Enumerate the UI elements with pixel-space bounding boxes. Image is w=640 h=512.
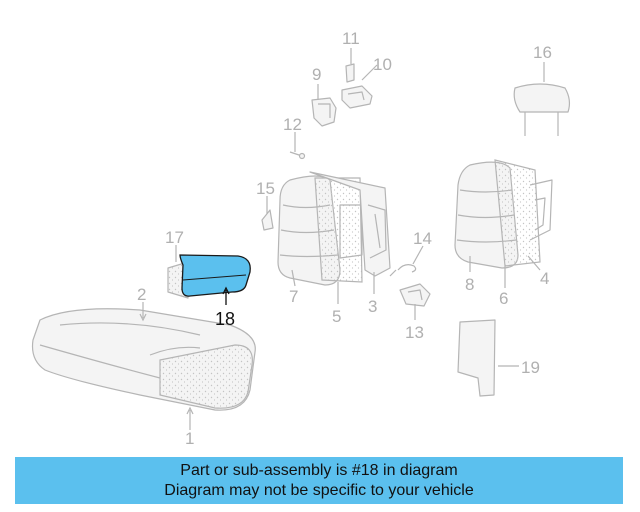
callout-11: 11	[342, 29, 360, 48]
part-11-clip	[345, 63, 355, 83]
banner-line-disclaimer: Diagram may not be specific to your vehi…	[164, 481, 474, 499]
part-16-headrest	[513, 83, 571, 136]
part-1-seat-cushion	[31, 308, 256, 411]
callout-18: 18	[215, 309, 235, 329]
part-12-bolt	[289, 151, 306, 160]
callout-6: 6	[499, 289, 508, 308]
callout-19: 19	[521, 358, 540, 377]
callout-1: 1	[185, 429, 194, 448]
callout-16: 16	[533, 43, 552, 62]
callout-8: 8	[465, 275, 474, 294]
callout-17: 17	[165, 228, 184, 247]
callout-15: 15	[256, 179, 275, 198]
part-18-armrest-highlighted	[179, 254, 251, 297]
callout-4: 4	[540, 269, 549, 288]
part-6-seatback-right-frame	[494, 159, 553, 267]
callout-5: 5	[332, 307, 341, 326]
part-5-seatback-frame	[314, 177, 363, 283]
banner-line-part-number: Part or sub-assembly is #18 in diagram	[180, 461, 458, 479]
part-13-latch	[399, 283, 431, 307]
callout-9: 9	[312, 65, 321, 84]
part-9-bracket	[311, 97, 337, 127]
part-14-hook	[389, 264, 417, 277]
part-10-guide	[341, 85, 373, 109]
callout-2: 2	[137, 285, 146, 304]
leader-lines	[139, 48, 545, 430]
callout-7: 7	[289, 287, 298, 306]
callout-12: 12	[283, 115, 302, 134]
info-banner: Part or sub-assembly is #18 in diagram D…	[15, 457, 623, 504]
callout-13: 13	[405, 323, 424, 342]
callout-14: 14	[413, 229, 432, 248]
part-19-panel	[457, 319, 496, 397]
callout-10: 10	[373, 55, 392, 74]
parts-diagram: 1 2 3 4 5 6 7 8 9 10 11 12 13 14 15 16 1…	[31, 29, 571, 448]
callout-3: 3	[368, 297, 377, 316]
part-3-seatback-panel	[309, 171, 391, 277]
